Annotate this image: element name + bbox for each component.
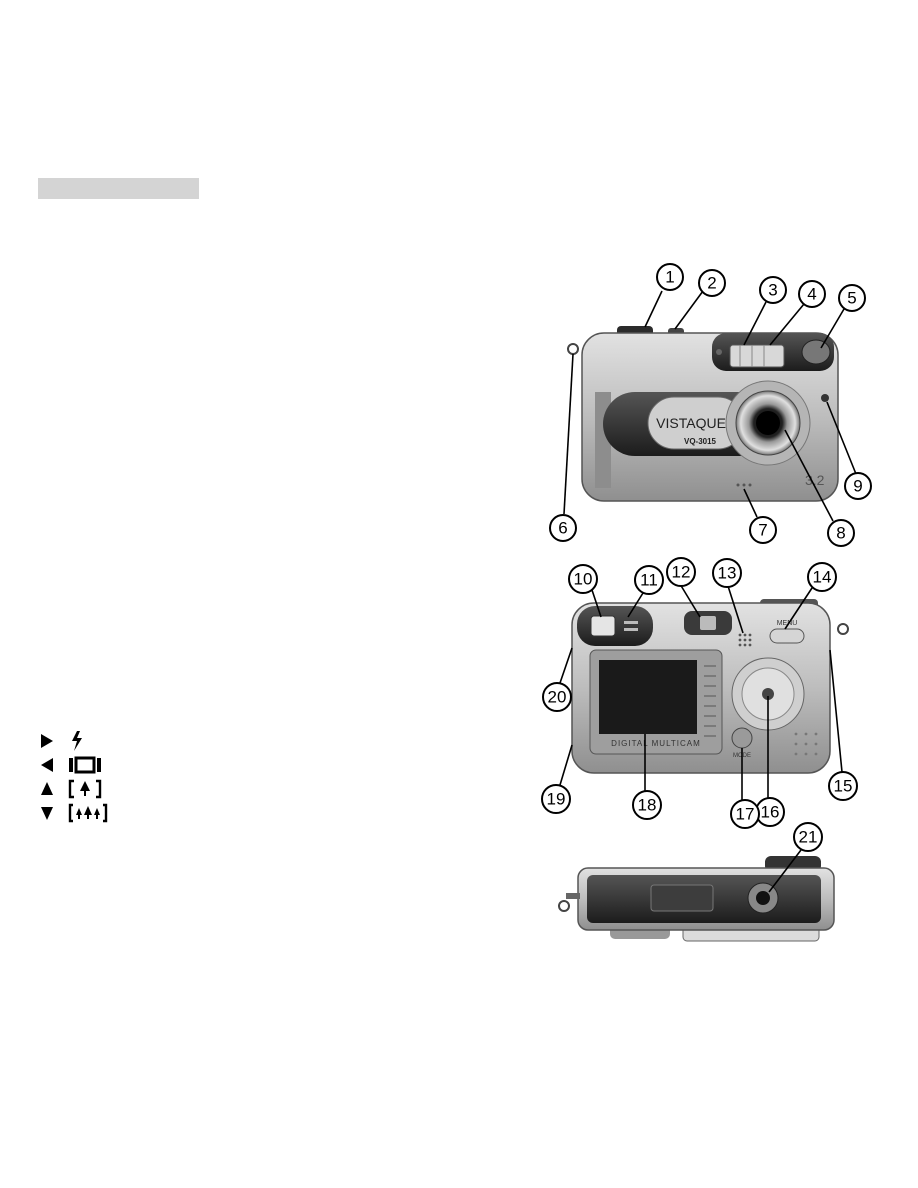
callout-7: 7 — [749, 516, 777, 544]
svg-text:7: 7 — [758, 521, 767, 540]
callout-13: 13 — [712, 558, 742, 588]
svg-text:11: 11 — [640, 571, 658, 590]
svg-text:6: 6 — [558, 519, 567, 538]
svg-text:12: 12 — [672, 563, 691, 582]
callout-2: 2 — [698, 269, 726, 297]
svg-text:16: 16 — [761, 803, 780, 822]
left-triangle-icon — [41, 758, 53, 772]
lcd-screen — [599, 660, 697, 734]
camera-back-view: MENU DIGITAL MULTICAM MODE — [571, 599, 849, 774]
callout-19: 19 — [541, 784, 571, 814]
lcd-label: DIGITAL MULTICAM — [611, 739, 701, 748]
legend-row-flash — [40, 730, 120, 754]
svg-text:15: 15 — [834, 777, 853, 796]
svg-text:18: 18 — [638, 796, 657, 815]
mode-delete-button — [731, 727, 753, 749]
svg-text:19: 19 — [547, 790, 566, 809]
callout-12: 12 — [666, 557, 696, 587]
camera-bottom-view — [558, 856, 835, 942]
svg-text:20: 20 — [548, 688, 567, 707]
svg-text:17: 17 — [736, 805, 755, 824]
svg-text:10: 10 — [574, 570, 593, 589]
callout-4: 4 — [798, 280, 826, 308]
svg-text:1: 1 — [665, 268, 674, 287]
callout-18: 18 — [632, 790, 662, 820]
section-title-bar — [38, 178, 199, 199]
svg-text:5: 5 — [847, 289, 856, 308]
svg-text:14: 14 — [813, 568, 832, 587]
landscape-focus-icon — [68, 803, 108, 823]
svg-text:2: 2 — [707, 274, 716, 293]
legend-row-macro — [40, 778, 120, 802]
callout-5: 5 — [838, 284, 866, 312]
viewfinder-window — [801, 339, 831, 365]
self-timer-led — [821, 394, 829, 402]
callout-15: 15 — [828, 771, 858, 801]
callout-9: 9 — [844, 472, 872, 500]
flash-icon — [72, 731, 82, 751]
callout-16: 16 — [755, 797, 785, 827]
self-timer-icon — [69, 756, 101, 774]
callout-3: 3 — [759, 276, 787, 304]
menu-button — [769, 628, 805, 644]
callout-8: 8 — [827, 519, 855, 547]
callout-1: 1 — [656, 263, 684, 291]
svg-text:8: 8 — [836, 524, 845, 543]
callout-20: 20 — [542, 682, 572, 712]
menu-label: MENU — [777, 620, 798, 627]
battery-door — [650, 884, 714, 912]
legend-row-landscape — [40, 802, 120, 826]
ok-button — [762, 688, 774, 700]
svg-text:9: 9 — [853, 477, 862, 496]
callout-14: 14 — [807, 562, 837, 592]
right-triangle-icon — [41, 734, 53, 748]
callout-17: 17 — [730, 799, 760, 829]
callout-21: 21 — [793, 822, 823, 852]
callout-6: 6 — [549, 514, 577, 542]
macro-focus-icon — [68, 779, 102, 799]
up-triangle-icon — [41, 782, 53, 795]
svg-text:13: 13 — [718, 564, 737, 583]
callout-11: 11 — [634, 565, 664, 595]
speaker-grille — [738, 633, 752, 647]
svg-text:4: 4 — [807, 285, 816, 304]
down-triangle-icon — [41, 807, 53, 820]
callout-leader-lines — [559, 290, 857, 893]
strap-hook — [567, 343, 579, 355]
brand-label: VISTAQUEST — [656, 415, 744, 431]
callout-10: 10 — [568, 564, 598, 594]
button-symbol-legend — [40, 730, 120, 826]
camera-front-view: VISTAQUEST VQ-3015 3.2 — [567, 326, 839, 502]
legend-row-self-timer — [40, 754, 120, 778]
svg-text:21: 21 — [799, 828, 818, 847]
svg-text:3: 3 — [768, 281, 777, 300]
model-label: VQ-3015 — [684, 437, 717, 446]
